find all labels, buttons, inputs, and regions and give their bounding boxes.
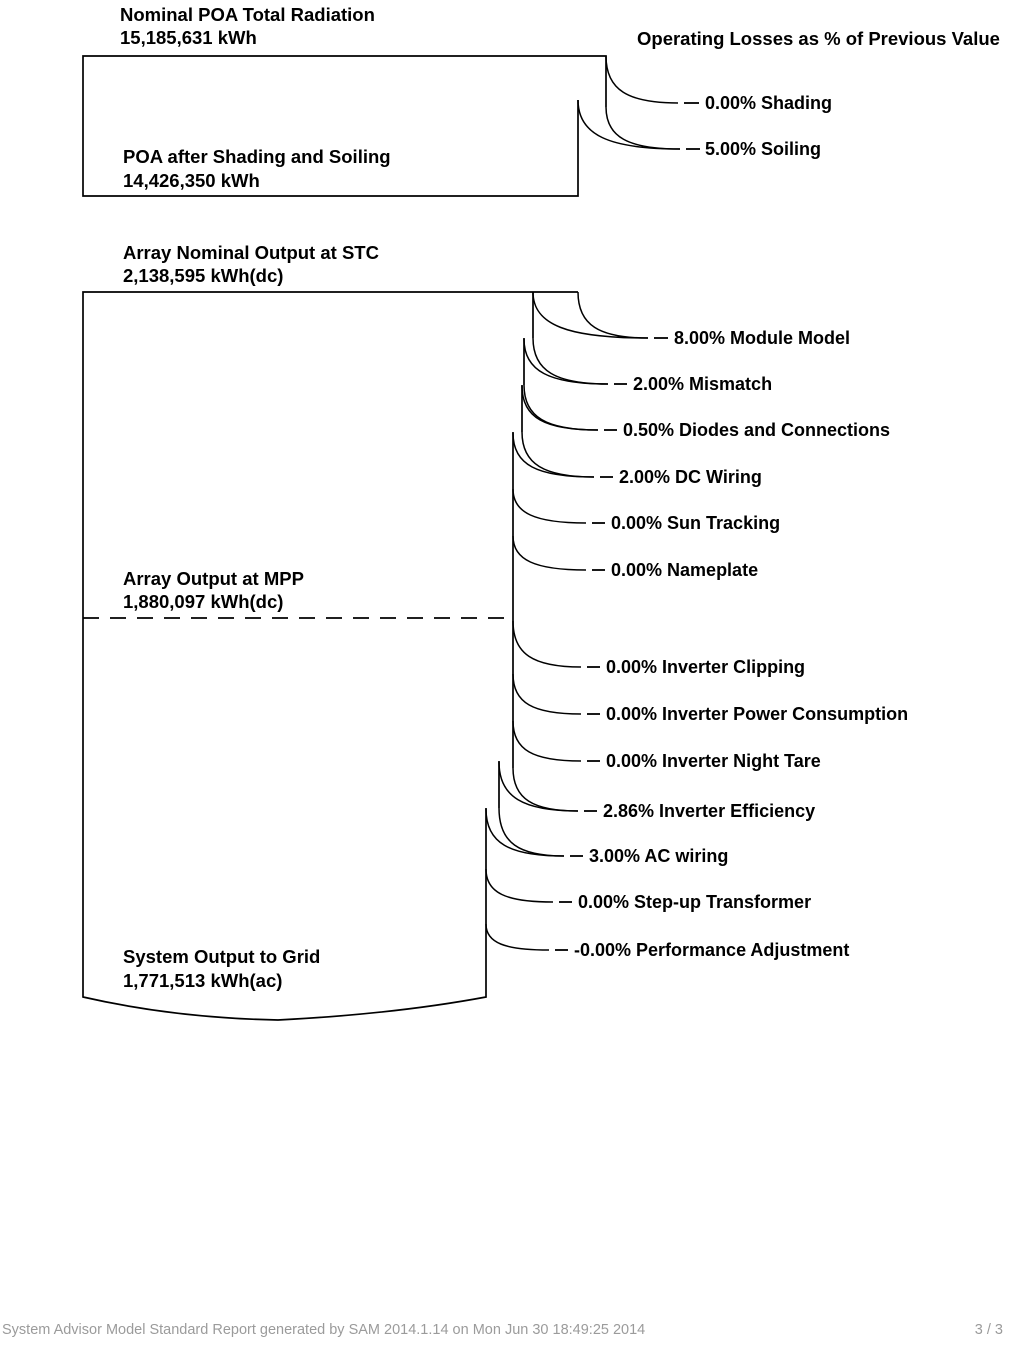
leader-inverter-night-tare	[512, 720, 582, 762]
loss-label-step-up-transformer: 0.00% Step-up Transformer	[578, 892, 811, 912]
leader-ac-wiring-upper	[498, 807, 565, 857]
stage-value-array-output-mpp: 1,880,097 kWh(dc)	[123, 591, 283, 612]
loss-label-inverter-efficiency: 2.86% Inverter Efficiency	[603, 801, 815, 821]
leader-inverter-efficiency-inner	[498, 761, 579, 812]
loss-label-inverter-night-tare: 0.00% Inverter Night Tare	[606, 751, 821, 771]
array-box-outline	[82, 291, 578, 1021]
stage-title-array-output-mpp: Array Output at MPP	[123, 568, 304, 589]
loss-leader-lines	[485, 55, 700, 951]
stage-title-system-output-grid: System Output to Grid	[123, 946, 320, 967]
stage-value-poa-after-shading: 14,426,350 kWh	[123, 170, 260, 191]
loss-label-inverter-clipping: 0.00% Inverter Clipping	[606, 657, 805, 677]
leader-mismatch-upper	[532, 337, 609, 385]
stage-title-poa-after-shading: POA after Shading and Soiling	[123, 146, 391, 167]
loss-label-module-model: 8.00% Module Model	[674, 328, 850, 348]
leader-inverter-clipping	[512, 620, 582, 668]
leader-soiling-inner	[577, 99, 681, 150]
leader-diodes-inner	[521, 385, 599, 431]
leader-inverter-power-consumption	[512, 673, 582, 715]
loss-label-dc-wiring: 2.00% DC Wiring	[619, 467, 762, 487]
stage-title-array-nominal-stc: Array Nominal Output at STC	[123, 242, 379, 263]
stage-labels: Nominal POA Total Radiation 15,185,631 k…	[120, 4, 391, 991]
loss-label-nameplate: 0.00% Nameplate	[611, 560, 758, 580]
leader-ac-wiring-inner	[485, 808, 565, 857]
loss-label-soiling: 5.00% Soiling	[705, 139, 821, 159]
footer-report-info: System Advisor Model Standard Report gen…	[2, 1322, 646, 1338]
stage-title-nominal-poa: Nominal POA Total Radiation	[120, 4, 375, 25]
leader-dc-wiring-upper	[521, 431, 595, 478]
leader-module-model-upper	[577, 291, 649, 339]
leader-dc-wiring-inner	[512, 432, 595, 478]
loss-label-performance-adjustment: -0.00% Performance Adjustment	[574, 940, 849, 960]
loss-label-diodes-connections: 0.50% Diodes and Connections	[623, 420, 890, 440]
operating-losses-header: Operating Losses as % of Previous Value	[637, 28, 1000, 49]
loss-label-inverter-power-consumption: 0.00% Inverter Power Consumption	[606, 704, 908, 724]
stage-value-system-output-grid: 1,771,513 kWh(ac)	[123, 970, 282, 991]
leader-diodes-upper	[523, 384, 599, 431]
stage-value-array-nominal-stc: 2,138,595 kWh(dc)	[123, 265, 283, 286]
leader-module-model-inner	[532, 291, 649, 339]
leader-mismatch-inner	[523, 338, 609, 385]
loss-labels: 0.00% Shading 5.00% Soiling 8.00% Module…	[574, 93, 908, 960]
array-box-right-edge-steps	[498, 292, 534, 808]
loss-label-ac-wiring: 3.00% AC wiring	[589, 846, 728, 866]
stage-value-nominal-poa: 15,185,631 kWh	[120, 27, 257, 48]
loss-label-shading: 0.00% Shading	[705, 93, 832, 113]
loss-label-sun-tracking: 0.00% Sun Tracking	[611, 513, 780, 533]
leader-performance-adjustment	[485, 923, 550, 951]
flow-outlines	[82, 55, 607, 1021]
loss-diagram: Operating Losses as % of Previous Value …	[82, 4, 1000, 1021]
leader-inverter-efficiency-upper	[512, 767, 579, 812]
footer-page-number: 3 / 3	[974, 1322, 1003, 1338]
leader-shading	[605, 55, 679, 104]
leader-sun-tracking	[512, 488, 587, 524]
loss-label-mismatch: 2.00% Mismatch	[633, 374, 772, 394]
leader-nameplate	[512, 535, 587, 571]
leader-step-up-transformer	[485, 868, 554, 903]
report-footer: System Advisor Model Standard Report gen…	[0, 1322, 1024, 1338]
